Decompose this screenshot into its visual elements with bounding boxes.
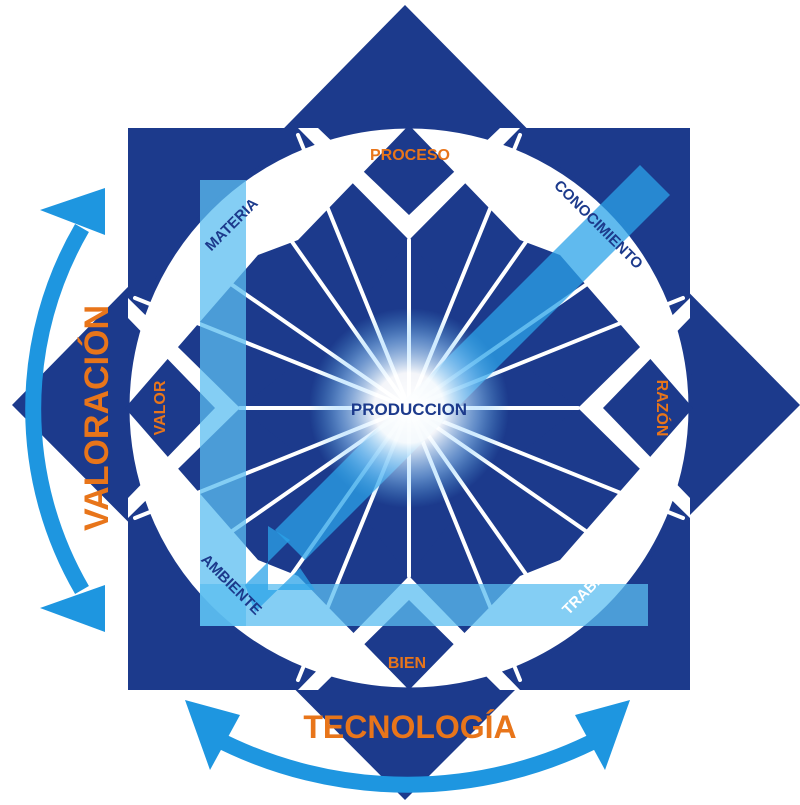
valoracion-arrow-head-bottom <box>40 585 105 632</box>
tecnologia-arrow-head-left <box>185 700 240 770</box>
proceso-label: PROCESO <box>370 147 450 164</box>
valoracion-arrow-head-top <box>40 188 105 235</box>
valoracion-label: VALORACIÓN <box>78 305 116 531</box>
tecnologia-arrow-head-right <box>575 700 630 770</box>
razon-label: RAZÓN <box>653 380 672 437</box>
tecnologia-label: TECNOLOGÍA <box>303 709 516 745</box>
bien-label: BIEN <box>388 655 426 672</box>
valor-label: VALOR <box>152 380 169 435</box>
center-label: PRODUCCION <box>351 400 467 419</box>
